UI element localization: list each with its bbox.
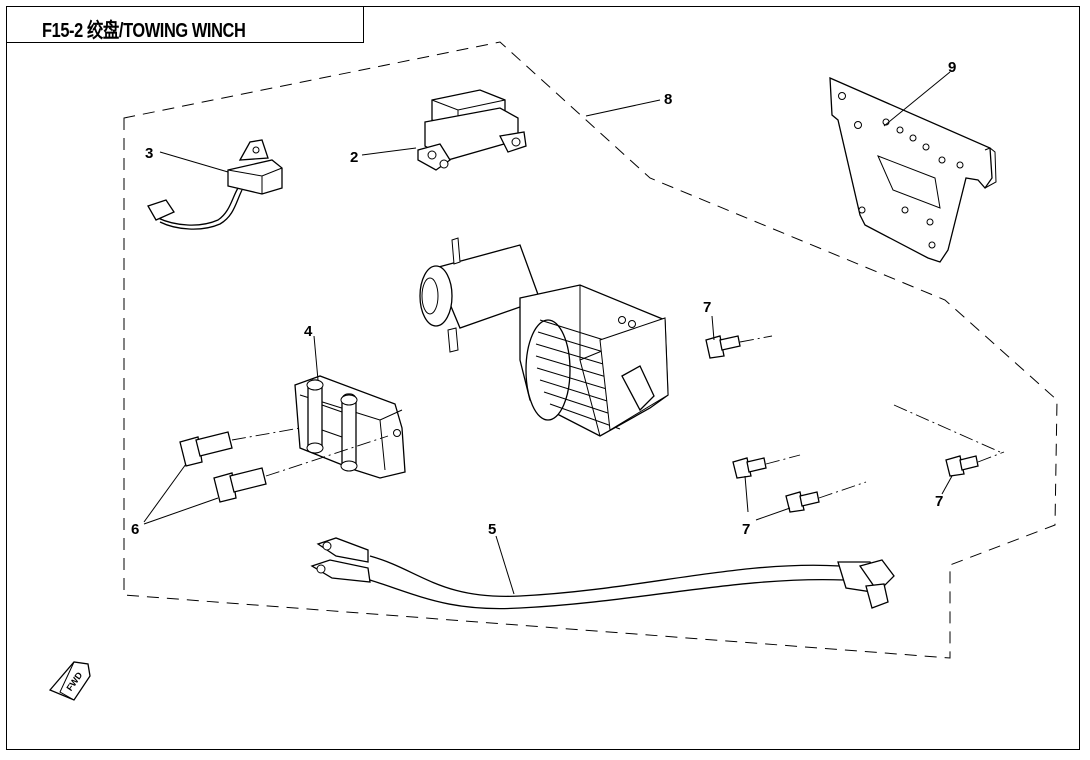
- winch-assembly: [419, 237, 669, 437]
- part-9-mounting-plate: [829, 76, 997, 263]
- callout-3: 3: [145, 145, 153, 162]
- part-7-bolt-c: [785, 481, 867, 513]
- callout-9: 9: [948, 59, 956, 76]
- callout-7-top: 7: [703, 299, 711, 316]
- assembly-boundary: [123, 41, 1058, 659]
- leader-9: [883, 71, 951, 127]
- fwd-arrow-icon: FWD: [48, 661, 91, 701]
- leader-7b: [744, 475, 749, 513]
- leader-4: [313, 335, 319, 381]
- callout-5: 5: [488, 521, 496, 538]
- leader-7d: [941, 475, 953, 495]
- leader-5: [495, 535, 515, 595]
- part-7-bolt-d: [893, 404, 1005, 477]
- callout-6: 6: [131, 521, 139, 538]
- leader-7c: [755, 507, 791, 521]
- part-6-bolt-upper: [179, 427, 301, 467]
- leader-6a: [143, 463, 187, 523]
- part-7-bolt-b: [732, 454, 801, 479]
- callout-2: 2: [350, 149, 358, 166]
- part-4-roller-fairlead: [294, 375, 406, 479]
- diagram-title: F15-2 绞盘/TOWING WINCH: [42, 20, 246, 42]
- part-3-solenoid: [147, 139, 283, 230]
- diagram-frame: [6, 6, 1080, 750]
- leader-3: [159, 151, 229, 173]
- part-7-bolt-a: [705, 335, 773, 359]
- part-2-control-box: [417, 89, 527, 171]
- leader-2: [361, 147, 417, 156]
- leader-6b: [143, 497, 219, 525]
- part-5-battery-cable: [310, 537, 895, 610]
- leader-7a: [711, 315, 715, 341]
- callout-7-right: 7: [935, 493, 943, 510]
- leader-8: [585, 99, 661, 117]
- part-6-bolt-lower: [213, 435, 389, 503]
- title-box: [6, 6, 364, 43]
- callout-4: 4: [304, 323, 313, 340]
- callout-8: 8: [664, 91, 672, 108]
- callout-7-bottom: 7: [742, 521, 750, 538]
